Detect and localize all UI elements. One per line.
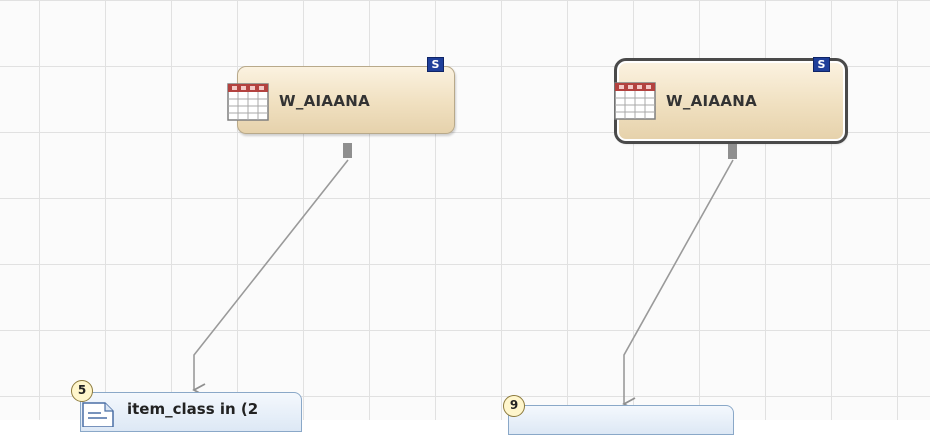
table-icon: [227, 83, 269, 125]
step-number-badge: 9: [503, 395, 525, 417]
connector-layer: [192, 159, 734, 411]
document-icon: [81, 401, 117, 431]
connector-right[interactable]: [622, 159, 734, 411]
table-icon: [614, 82, 656, 124]
table-node-left[interactable]: W_AIAANA: [227, 66, 455, 134]
node-step-9[interactable]: [508, 405, 734, 435]
s-badge-right: S: [813, 57, 830, 72]
output-port-right[interactable]: [728, 144, 737, 159]
step-number-badge: 5: [71, 380, 93, 402]
node-label: item_class in (2: [127, 400, 259, 418]
node-label: W_AIAANA: [279, 92, 371, 110]
connector-left[interactable]: [192, 159, 349, 397]
table-node-right[interactable]: W_AIAANA: [614, 58, 848, 144]
filter-node-step-5[interactable]: item_class in (2: [80, 392, 302, 432]
s-badge-left: S: [427, 57, 444, 72]
output-port-left[interactable]: [343, 143, 352, 158]
node-label: W_AIAANA: [666, 92, 758, 110]
